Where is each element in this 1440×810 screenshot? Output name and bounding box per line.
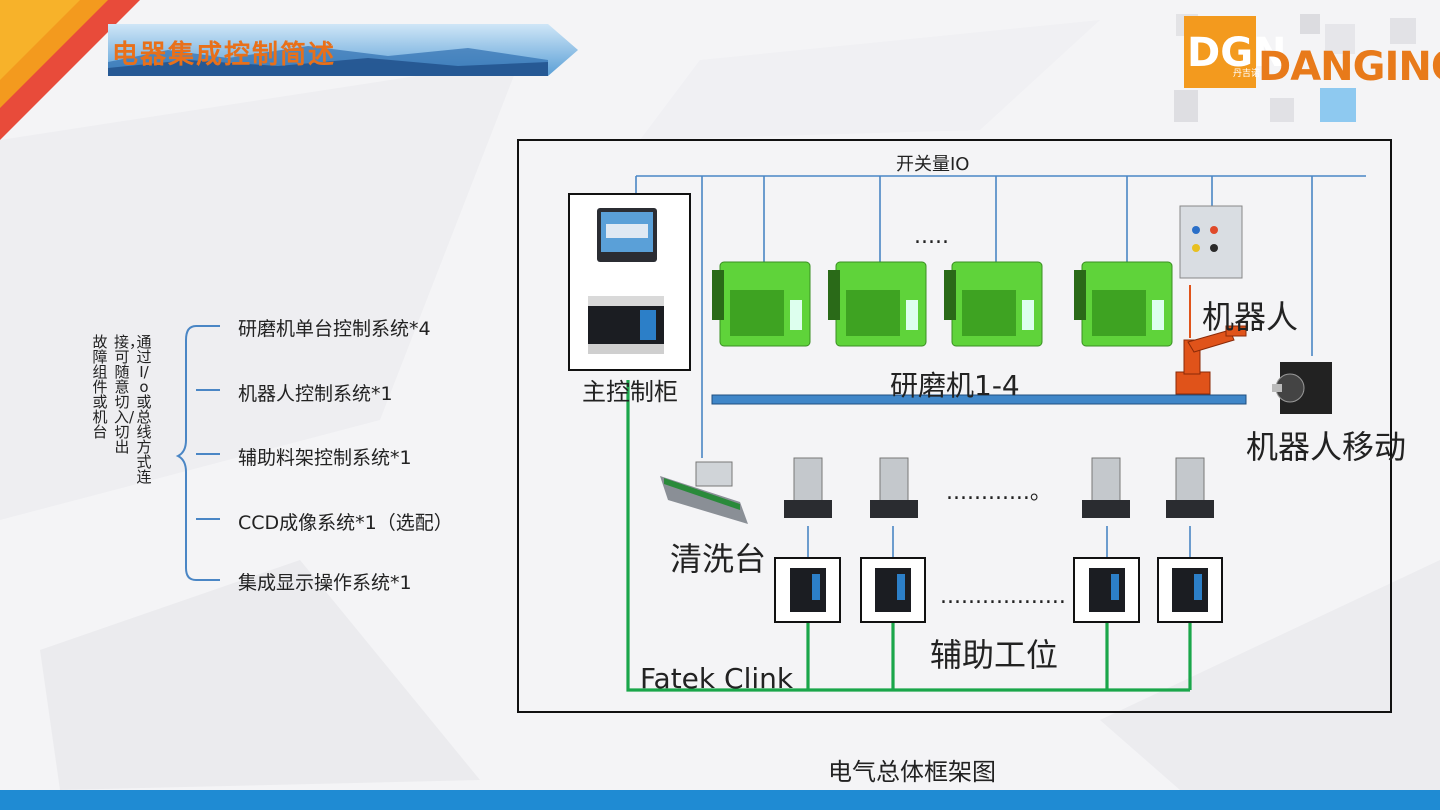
logo-graphic bbox=[1174, 14, 1416, 122]
grinder-icon-2 bbox=[828, 261, 927, 347]
grinder-icon-1 bbox=[712, 261, 811, 347]
grinder-label: 研磨机1-4 bbox=[890, 369, 1020, 402]
aux-station-icon-4 bbox=[1166, 457, 1214, 518]
aux-plc-box-4 bbox=[1157, 557, 1223, 623]
system-item-grinder: 研磨机单台控制系统*4 bbox=[238, 318, 431, 340]
aux-plc-box-3 bbox=[1073, 557, 1140, 623]
corner-decoration bbox=[0, 0, 140, 140]
logo-small-text: 丹吉诺 bbox=[1233, 69, 1261, 79]
robot-label: 机器人 bbox=[1202, 298, 1299, 336]
aux-station-icon-1 bbox=[784, 457, 832, 518]
system-item-rack: 辅助料架控制系统*1 bbox=[238, 447, 412, 469]
grinder-icon-4 bbox=[1074, 261, 1173, 347]
grinder-base-bar bbox=[711, 394, 1247, 405]
main-cabinet-label: 主控制柜 bbox=[582, 378, 678, 406]
aux-station-icon-3 bbox=[1082, 457, 1130, 518]
description-column-1: 通过I/o或总线方式连 bbox=[136, 333, 152, 486]
wash-station-label: 清洗台 bbox=[670, 540, 767, 578]
servo-motor-icon bbox=[1272, 362, 1332, 414]
system-item-ccd: CCD成像系统*1（选配） bbox=[238, 512, 453, 534]
title-banner bbox=[108, 24, 578, 76]
hmi-screen-icon bbox=[597, 208, 657, 262]
io-bus bbox=[635, 175, 1366, 558]
system-item-display: 集成显示操作系统*1 bbox=[238, 572, 412, 594]
plc-ellipsis: .................. bbox=[940, 584, 1066, 609]
robot-control-box-icon bbox=[1179, 205, 1243, 279]
logo-wordmark: DANGINO bbox=[1258, 44, 1440, 90]
grinder-ellipsis: ..... bbox=[914, 224, 949, 249]
aux-station-label: 辅助工位 bbox=[930, 636, 1059, 674]
diagram-caption: 电气总体框架图 bbox=[828, 758, 996, 786]
description-column-3: 故障组件或机台 bbox=[92, 333, 108, 441]
fieldbus-label: Fatek Clink bbox=[640, 662, 794, 695]
station-ellipsis: ............。 bbox=[946, 480, 1052, 505]
bottom-bar bbox=[0, 790, 1440, 810]
grinder-icon-3 bbox=[944, 261, 1043, 347]
robot-arm-icon bbox=[1175, 325, 1247, 395]
wash-station-icon bbox=[660, 461, 748, 524]
io-bus-label: 开关量IO bbox=[896, 154, 970, 175]
aux-plc-box-1 bbox=[774, 557, 841, 623]
plc-icon bbox=[588, 296, 664, 354]
page-title: 电器集成控制简述 bbox=[112, 40, 337, 70]
logo-mark: DGN bbox=[1187, 30, 1287, 76]
fieldbus-line bbox=[626, 380, 1192, 692]
robot-move-label: 机器人移动 bbox=[1246, 428, 1407, 466]
aux-station-icon-2 bbox=[870, 457, 918, 518]
aux-plc-box-2 bbox=[860, 557, 926, 623]
system-item-robot: 机器人控制系统*1 bbox=[238, 383, 393, 405]
diagram-frame bbox=[517, 139, 1392, 713]
